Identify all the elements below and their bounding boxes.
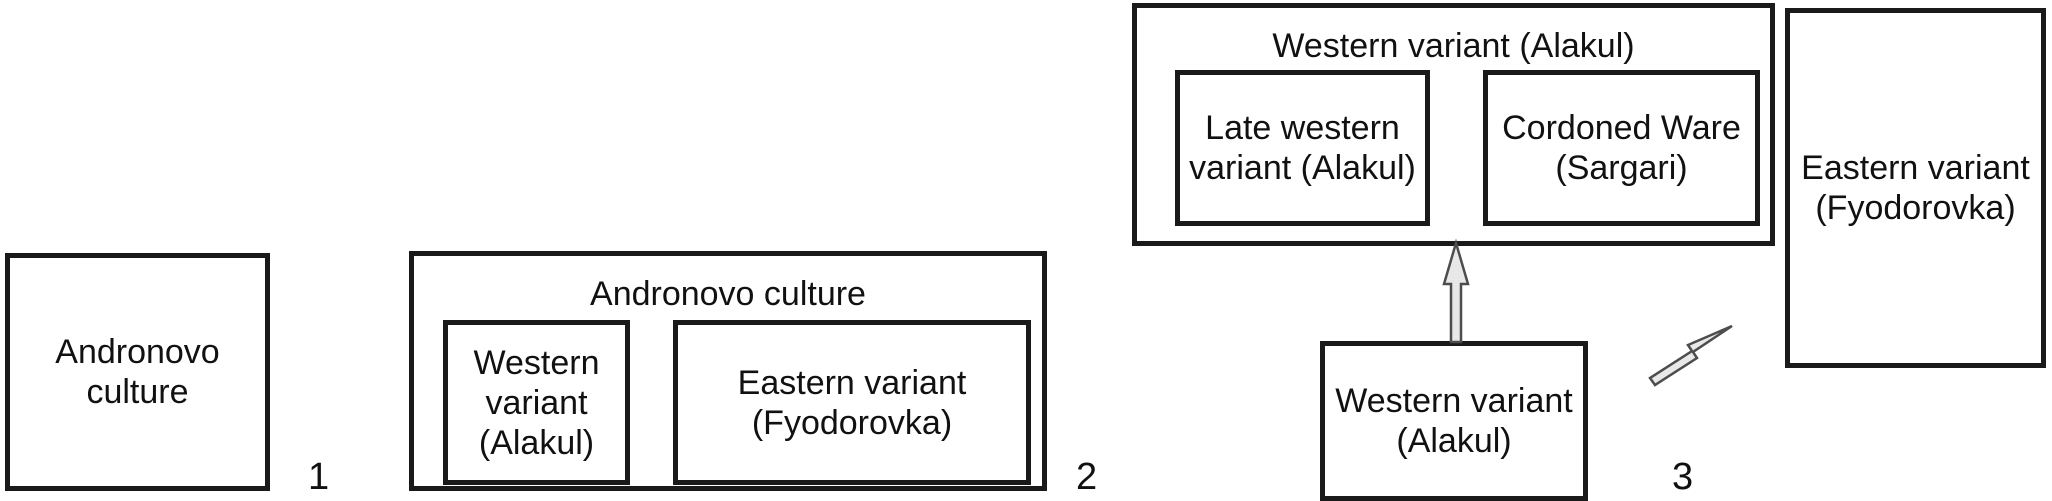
- panel3-late-western-variant-box: Late western variant (Alakul): [1175, 70, 1430, 226]
- panel3-cordoned-ware-label: Cordoned Ware (Sargari): [1502, 108, 1741, 187]
- panel2-western-variant-label: Western variant (Alakul): [473, 343, 600, 462]
- arrow-diagonal-icon: [1648, 324, 1733, 387]
- panel1-andronovo-culture-label: Andronovo culture: [55, 332, 220, 411]
- panel1-andronovo-culture-box: Andronovo culture: [5, 253, 270, 491]
- panel3-western-variant-source-label: Western variant (Alakul): [1335, 381, 1573, 460]
- panel3-title-label: Western variant (Alakul): [1272, 27, 1635, 65]
- panel2-eastern-variant-label: Eastern variant (Fyodorovka): [737, 363, 967, 442]
- arrow-up-icon: [1442, 238, 1470, 344]
- panel2-title-label: Andronovo culture: [590, 275, 866, 313]
- panel3-western-variant-source-box: Western variant (Alakul): [1320, 341, 1588, 501]
- panel-number-1: 1: [308, 456, 330, 498]
- panel3-eastern-variant-label: Eastern variant (Fyodorovka): [1801, 148, 2030, 227]
- panel3-cordoned-ware-box: Cordoned Ware (Sargari): [1483, 70, 1760, 226]
- panel3-eastern-variant-box: Eastern variant (Fyodorovka): [1785, 8, 2046, 368]
- panel-number-3: 3: [1672, 456, 1694, 498]
- panel-number-2: 2: [1076, 456, 1098, 498]
- panel2-eastern-variant-box: Eastern variant (Fyodorovka): [673, 320, 1031, 485]
- panel2-western-variant-box: Western variant (Alakul): [443, 320, 630, 485]
- panel3-late-western-variant-label: Late western variant (Alakul): [1189, 108, 1416, 187]
